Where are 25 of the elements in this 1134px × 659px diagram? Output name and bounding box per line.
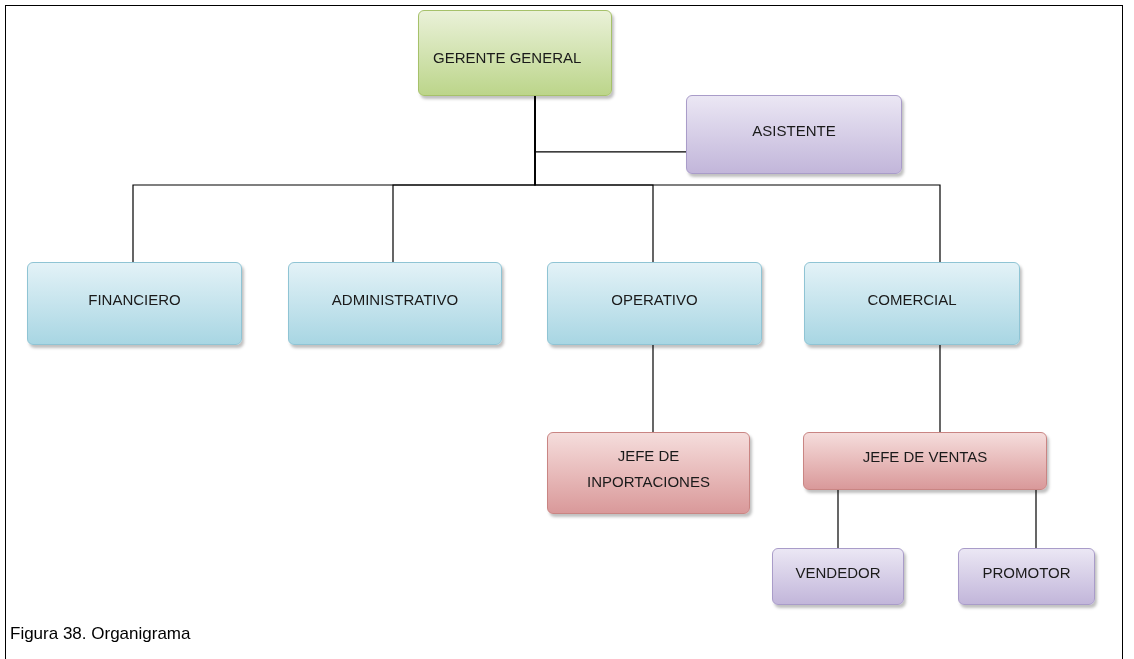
role-title: ADMINISTRATIVO bbox=[331, 289, 459, 310]
org-box bbox=[686, 95, 902, 174]
connector-line bbox=[837, 489, 839, 549]
role-title: GERENTE GENERAL bbox=[433, 48, 582, 68]
role-title: COMERCIAL bbox=[867, 289, 957, 310]
role-title: JEFE DE INPORTACIONES bbox=[586, 446, 711, 492]
connector-line bbox=[652, 344, 654, 433]
role-title: PROMOTOR bbox=[982, 562, 1071, 583]
org-box bbox=[547, 432, 750, 514]
connector-line bbox=[1035, 489, 1037, 549]
role-title: FINANCIERO bbox=[88, 289, 181, 310]
connector-line bbox=[939, 344, 941, 433]
org-box bbox=[804, 262, 1020, 345]
org-box bbox=[27, 262, 242, 345]
org-box bbox=[288, 262, 502, 345]
org-box bbox=[772, 548, 904, 605]
org-box bbox=[547, 262, 762, 345]
figure-caption: Figura 38. Organigrama bbox=[10, 623, 191, 645]
role-title: OPERATIVO bbox=[611, 289, 698, 310]
org-box bbox=[958, 548, 1095, 605]
role-title: JEFE DE VENTAS bbox=[862, 447, 988, 467]
role-title: ASISTENTE bbox=[752, 120, 836, 141]
org-box bbox=[418, 10, 612, 96]
role-title: VENDEDOR bbox=[795, 562, 881, 583]
org-box bbox=[803, 432, 1047, 490]
